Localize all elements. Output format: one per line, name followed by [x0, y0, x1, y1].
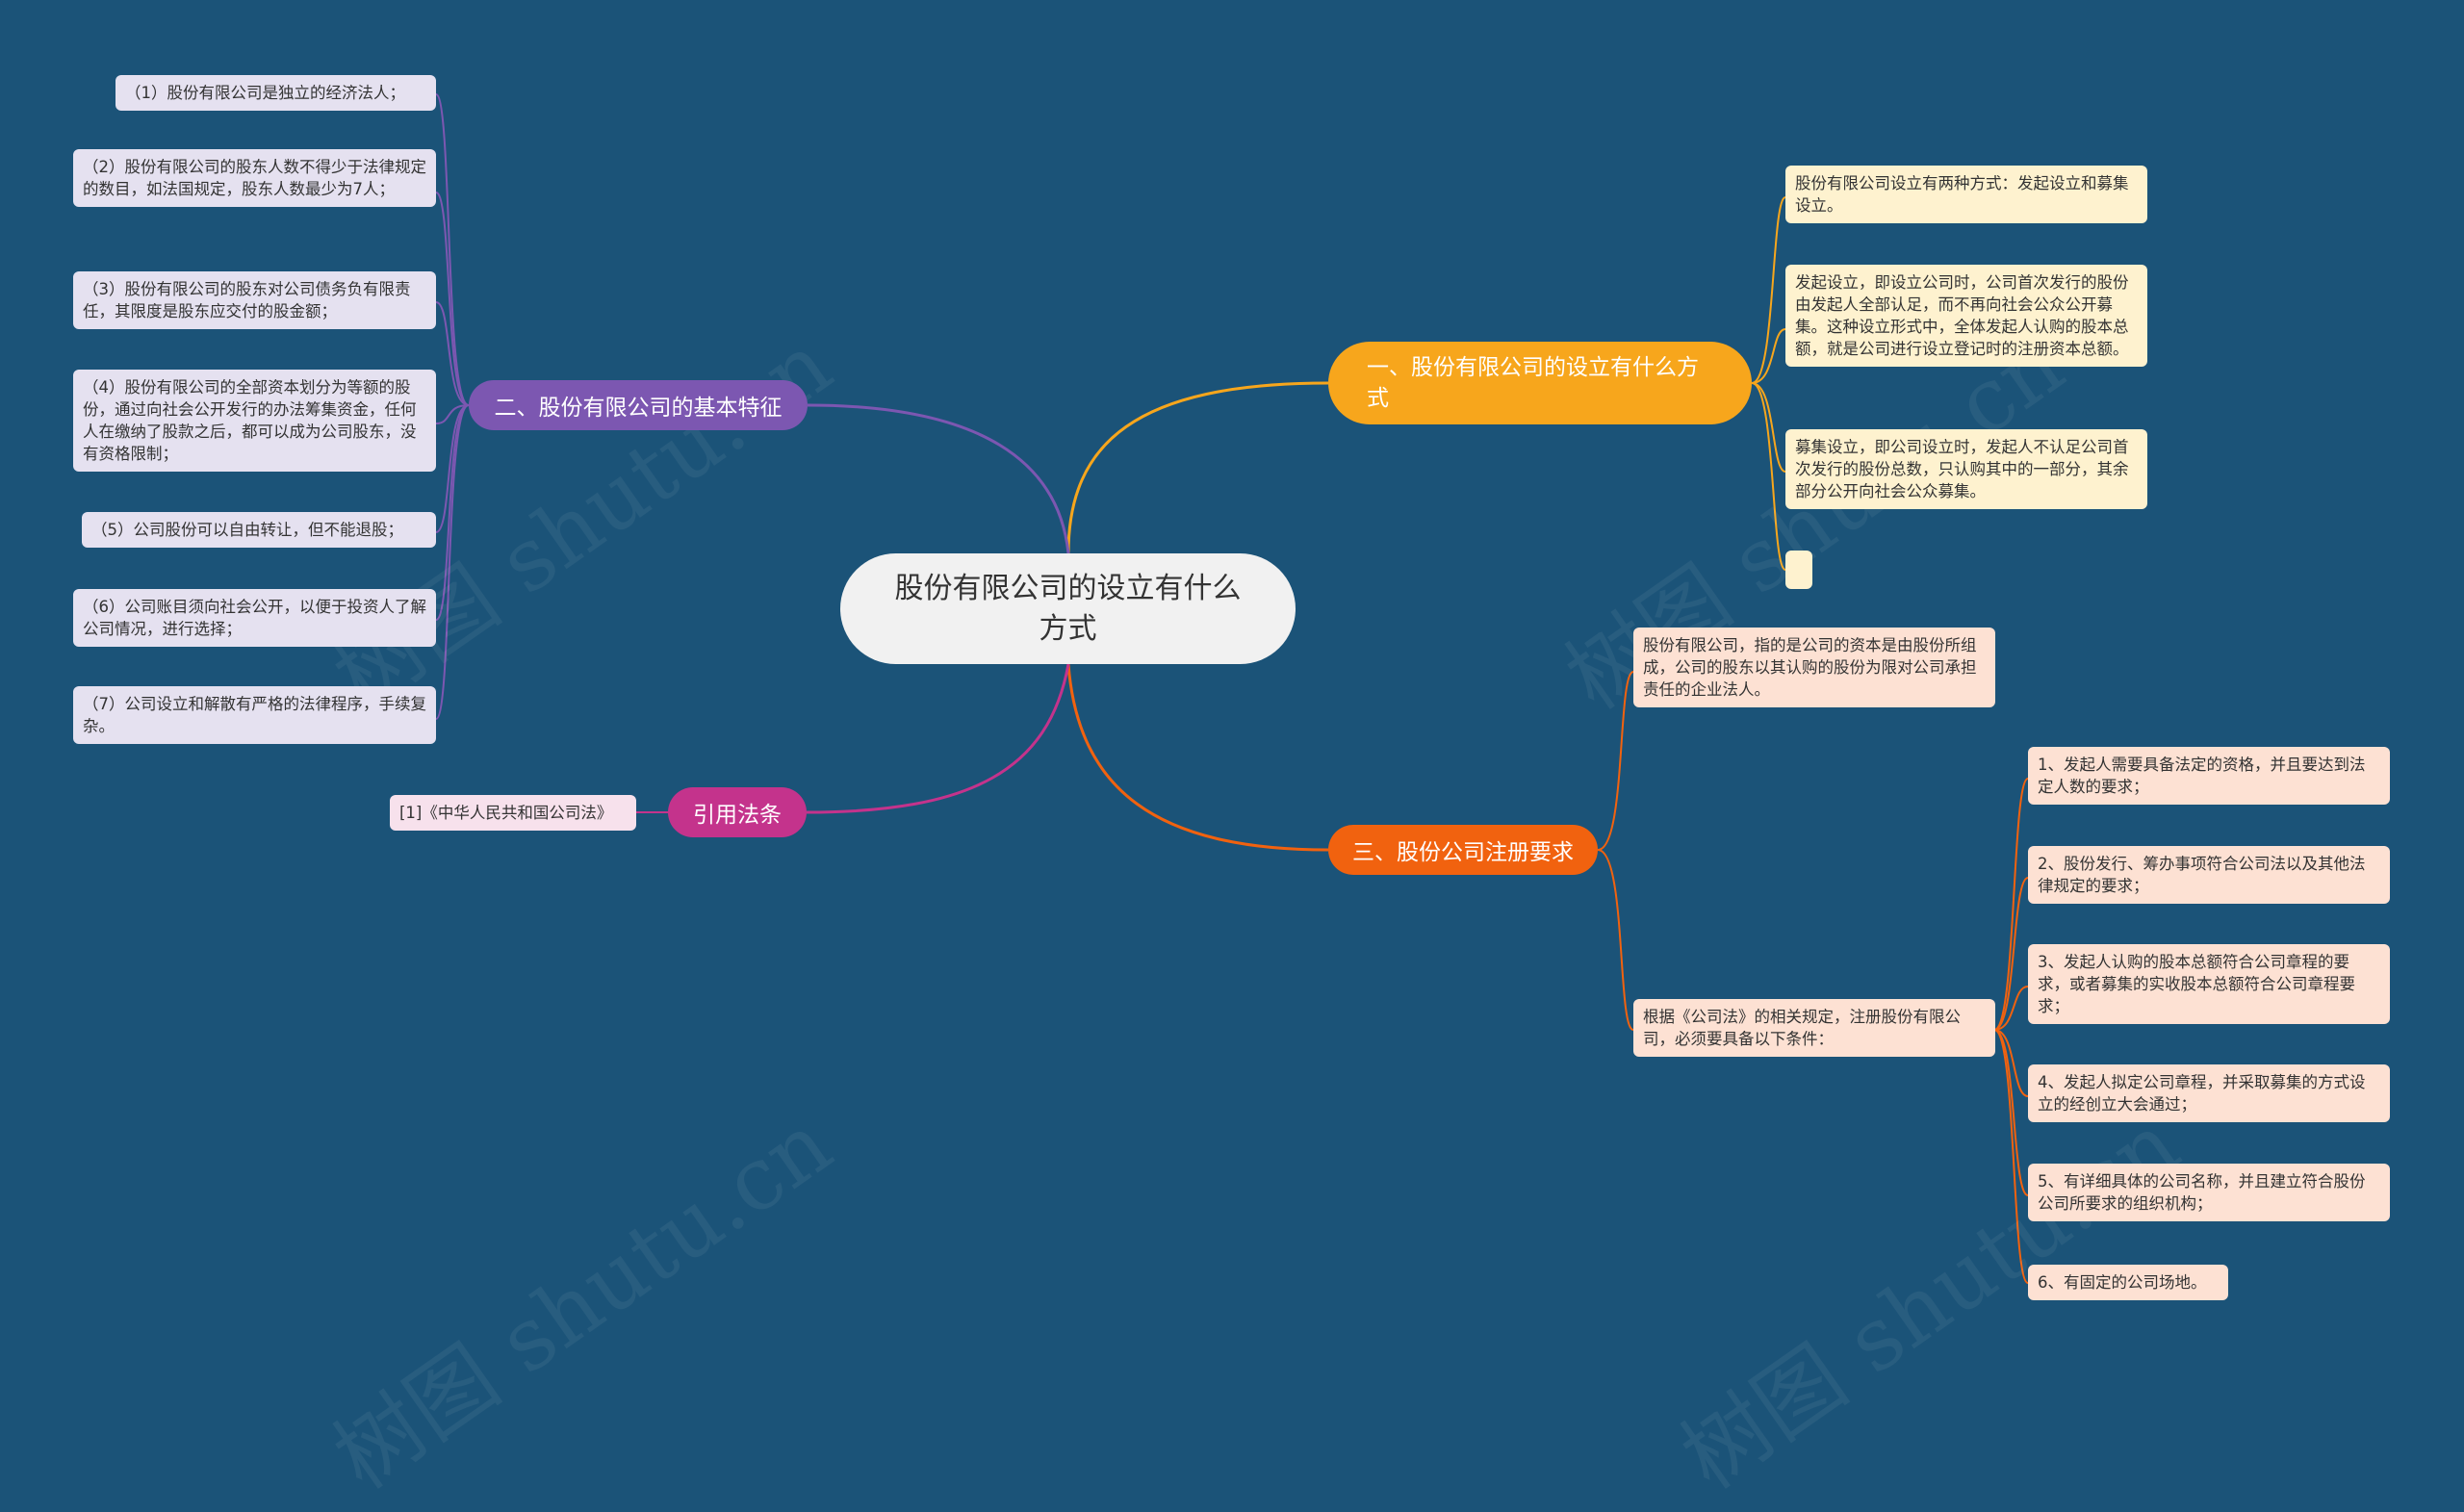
ways-item[interactable]: 发起设立，即设立公司时，公司首次发行的股份由发起人全部认足，而不再向社会公众公开… — [1785, 265, 2147, 367]
features-item[interactable]: （3）股份有限公司的股东对公司债务负有限责任，其限度是股东应交付的股金额； — [73, 271, 436, 329]
registration-definition[interactable]: 股份有限公司，指的是公司的资本是由股份所组成，公司的股东以其认购的股份为限对公司… — [1633, 628, 1995, 707]
features-item[interactable]: （4）股份有限公司的全部资本划分为等额的股份，通过向社会公开发行的办法筹集资金，… — [73, 370, 436, 472]
branch-ways[interactable]: 一、股份有限公司的设立有什么方式 — [1328, 342, 1752, 424]
features-item[interactable]: （1）股份有限公司是独立的经济法人； — [116, 75, 436, 111]
link-center-features — [807, 403, 1070, 554]
features-item[interactable]: （6）公司账目须向社会公开，以便于投资人了解公司情况，进行选择； — [73, 589, 436, 647]
branch-citation[interactable]: 引用法条 — [668, 787, 807, 837]
registration-condition[interactable]: 3、发起人认购的股本总额符合公司章程的要求，或者募集的实收股本总额符合公司章程要… — [2028, 944, 2390, 1024]
link-center-registration — [1066, 663, 1329, 852]
link-center-ways — [1066, 381, 1329, 554]
branch-registration[interactable]: 三、股份公司注册要求 — [1328, 825, 1598, 875]
features-item[interactable]: （5）公司股份可以自由转让，但不能退股； — [82, 512, 436, 548]
ways-item[interactable]: 募集设立，即公司设立时，发起人不认足公司首次发行的股份总数，只认购其中的一部分，… — [1785, 429, 2147, 509]
citation-item[interactable]: [1]《中华人民共和国公司法》 — [390, 795, 636, 831]
connector-lines — [435, 93, 2029, 1284]
registration-conditions-intro[interactable]: 根据《公司法》的相关规定，注册股份有限公司，必须要具备以下条件： — [1633, 999, 1995, 1057]
registration-condition[interactable]: 5、有详细具体的公司名称，并且建立符合股份公司所要求的组织机构； — [2028, 1164, 2390, 1221]
registration-condition[interactable]: 4、发起人拟定公司章程，并采取募集的方式设立的经创立大会通过； — [2028, 1064, 2390, 1122]
link-center-citation — [806, 663, 1070, 814]
center-topic[interactable]: 股份有限公司的设立有什么方式 — [840, 553, 1296, 664]
ways-item-empty[interactable] — [1785, 551, 1812, 589]
registration-condition[interactable]: 6、有固定的公司场地。 — [2028, 1265, 2228, 1300]
branch-features[interactable]: 二、股份有限公司的基本特征 — [469, 380, 808, 430]
features-item[interactable]: （2）股份有限公司的股东人数不得少于法律规定的数目，如法国规定，股东人数最少为7… — [73, 149, 436, 207]
registration-condition[interactable]: 2、股份发行、筹办事项符合公司法以及其他法律规定的要求； — [2028, 846, 2390, 904]
features-item[interactable]: （7）公司设立和解散有严格的法律程序，手续复杂。 — [73, 686, 436, 744]
registration-condition[interactable]: 1、发起人需要具备法定的资格，并且要达到法定人数的要求； — [2028, 747, 2390, 805]
ways-item[interactable]: 股份有限公司设立有两种方式：发起设立和募集设立。 — [1785, 166, 2147, 223]
